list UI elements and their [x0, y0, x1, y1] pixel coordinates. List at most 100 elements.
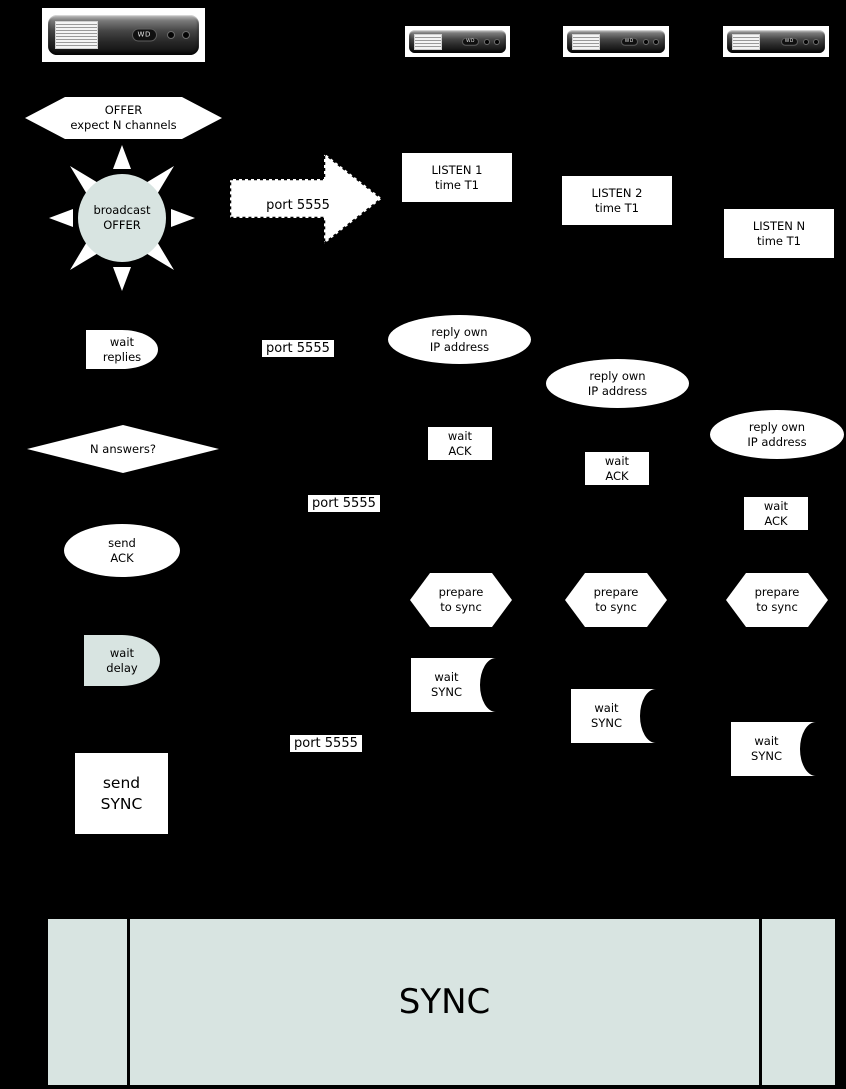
offer-step: OFFER expect N channels: [25, 97, 222, 139]
wd-logo-text: WD: [784, 38, 794, 44]
device-label-sticker: [571, 33, 601, 51]
listen-1-line2: time T1: [435, 177, 479, 192]
wait-sync-2-step: wait SYNC: [571, 689, 656, 743]
server-device-image: WD: [42, 8, 205, 62]
wait-replies-line1: wait: [109, 334, 135, 349]
prepare-sync-label: prepare to sync: [726, 573, 828, 627]
send-sync-step: send SYNC: [75, 753, 168, 834]
wd-logo: WD: [780, 37, 798, 46]
offer-label: OFFER expect N channels: [25, 97, 222, 139]
send-sync-line2: SYNC: [100, 794, 143, 813]
wait-ack-line2: ACK: [764, 513, 788, 528]
wd-logo: WD: [462, 37, 479, 46]
port-label-ack: port 5555: [308, 495, 380, 512]
wait-delay-step: wait delay: [84, 635, 160, 686]
wait-ack-line1: wait: [604, 453, 630, 468]
wait-ack-1-step: wait ACK: [428, 427, 492, 460]
hexagon-shape-icon: [25, 97, 222, 139]
wait-sync-line1: wait: [754, 734, 779, 749]
reply-ip-2-step: reply own IP address: [546, 359, 689, 408]
offer-label-line1: OFFER: [104, 103, 143, 118]
sync-bar-divider-right: [759, 919, 762, 1085]
device-leds-icon: [167, 30, 191, 39]
port-5555-text: port 5555: [294, 736, 358, 751]
hexagon-shape-icon: [726, 573, 828, 627]
device-body: WD: [726, 30, 826, 53]
reply-ip-n-step: reply own IP address: [710, 410, 844, 459]
wait-sync-line2: SYNC: [431, 685, 462, 699]
sync-bar-divider-left: [127, 919, 130, 1085]
wait-ack-line2: ACK: [605, 468, 629, 483]
prepare-line1: prepare: [754, 585, 800, 600]
offer-label-line2: expect N channels: [70, 118, 177, 132]
broadcast-label-line1: broadcast: [93, 203, 151, 218]
sync-timeline-bar: SYNC: [48, 919, 835, 1085]
client-device-2-image: WD: [563, 26, 669, 57]
broadcast-offer-label: broadcast OFFER: [47, 143, 197, 293]
prepare-sync-label: prepare to sync: [565, 573, 667, 627]
wait-ack-2-step: wait ACK: [585, 452, 649, 485]
port-5555-text: port 5555: [312, 496, 376, 511]
prepare-sync-n-step: prepare to sync: [726, 573, 828, 627]
wait-sync-line2: SYNC: [751, 749, 782, 763]
listen-n-line1: LISTEN N: [752, 218, 806, 233]
port-5555-text: port 5555: [266, 341, 330, 356]
broadcast-arrow: port 5555: [228, 150, 385, 247]
device-label-sticker: [413, 33, 442, 51]
wait-ack-n-step: wait ACK: [744, 497, 808, 530]
wait-sync-label: wait SYNC: [731, 722, 816, 776]
wait-sync-line1: wait: [434, 670, 459, 685]
wait-sync-label: wait SYNC: [411, 658, 496, 712]
listen-1-line1: LISTEN 1: [431, 162, 483, 177]
prepare-line2: to sync: [595, 600, 637, 614]
device-leds-icon: [643, 38, 660, 45]
n-answers-text: N answers?: [90, 442, 156, 456]
wait-sync-line2: SYNC: [591, 716, 622, 730]
reply-ip-line1: reply own: [431, 324, 488, 339]
diamond-shape-icon: [27, 425, 219, 473]
n-answers-label: N answers?: [27, 425, 219, 473]
wait-delay-line1: wait: [109, 645, 135, 660]
prepare-line2: to sync: [440, 600, 482, 614]
device-label-sticker: [55, 21, 99, 49]
listen-2-line1: LISTEN 2: [591, 185, 643, 200]
send-ack-line1: send: [108, 535, 136, 550]
device-body: WD: [408, 30, 507, 53]
prepare-line1: prepare: [593, 585, 639, 600]
broadcast-offer-step: broadcast OFFER: [47, 143, 197, 293]
listen-1-step: LISTEN 1 time T1: [402, 153, 512, 202]
wait-delay-line2: delay: [106, 660, 138, 675]
reply-ip-line2: IP address: [587, 383, 648, 398]
listen-n-step: LISTEN N time T1: [724, 209, 834, 258]
client-device-1-image: WD: [405, 26, 510, 57]
notched-shape-icon: [411, 658, 496, 712]
reply-ip-line1: reply own: [589, 368, 646, 383]
listen-2-step: LISTEN 2 time T1: [562, 176, 672, 225]
broadcast-label-line2: OFFER: [103, 218, 141, 232]
notched-shape-icon: [571, 689, 656, 743]
right-arrow-icon: [228, 150, 385, 247]
prepare-line2: to sync: [756, 600, 798, 614]
reply-ip-line2: IP address: [747, 434, 807, 449]
client-device-n-image: WD: [723, 26, 829, 57]
reply-ip-1-step: reply own IP address: [388, 315, 531, 364]
listen-2-line2: time T1: [595, 200, 639, 215]
wait-sync-1-step: wait SYNC: [411, 658, 496, 712]
device-leds-icon: [484, 38, 501, 45]
sync-text: SYNC: [398, 982, 491, 1022]
reply-ip-line1: reply own: [748, 419, 806, 434]
notched-shape-icon: [731, 722, 816, 776]
device-leds-icon: [803, 38, 820, 45]
wd-logo: WD: [620, 37, 638, 46]
send-ack-step: send ACK: [64, 524, 180, 577]
port-5555-text: port 5555: [266, 198, 330, 213]
reply-ip-line2: IP address: [429, 339, 490, 354]
hexagon-shape-icon: [410, 573, 512, 627]
device-body: WD: [47, 15, 200, 55]
wd-logo-text: WD: [466, 38, 475, 44]
wd-logo-text: WD: [137, 30, 151, 39]
prepare-sync-label: prepare to sync: [410, 573, 512, 627]
sync-bar-label: SYNC: [130, 919, 759, 1085]
wait-replies-line2: replies: [102, 349, 142, 364]
wait-replies-step: wait replies: [86, 330, 158, 369]
